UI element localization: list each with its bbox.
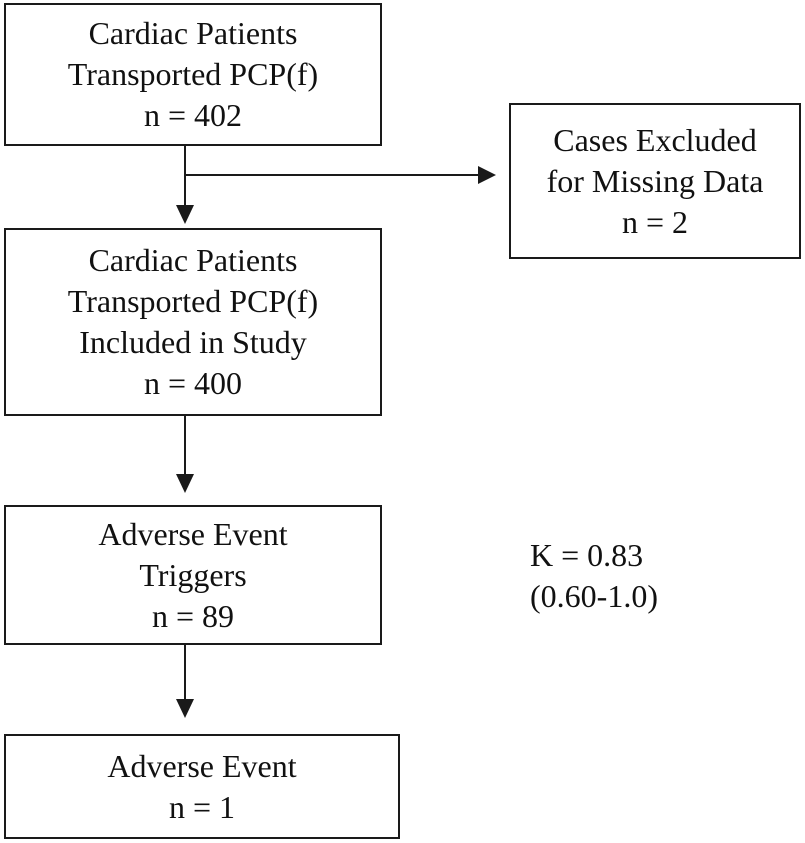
box-triggers-count: n = 89 [151,597,235,634]
arrow-triggers-to-event-head [176,699,194,718]
kappa-statistic: K = 0.83 (0.60-1.0) [530,535,658,617]
box-event-line1: Adverse Event [107,747,297,784]
box-cardiac-patients-transported: Cardiac Patients Transported PCP(f) n = … [4,3,382,146]
box-adverse-event-triggers: Adverse Event Triggers n = 89 [4,505,382,645]
box-included-count: n = 400 [143,365,243,401]
arrow-total-to-included-head [176,205,194,224]
kappa-value: K = 0.83 [530,537,644,573]
box-cases-excluded: Cases Excluded for Missing Data n = 2 [509,103,801,259]
box-total-count: n = 402 [143,97,243,133]
box-excluded-count: n = 2 [621,203,689,240]
box-included-line2: Transported PCP(f) [67,283,319,319]
box-total-line1: Cardiac Patients [88,15,298,51]
box-included-line3: Included in Study [79,324,307,360]
box-excluded-line2: for Missing Data [546,162,764,199]
arrow-branch-to-excluded-head [478,166,496,184]
kappa-interval: (0.60-1.0) [530,578,658,614]
arrow-included-to-triggers-head [176,474,194,493]
box-included-line1: Cardiac Patients [88,242,298,278]
box-included-in-study: Cardiac Patients Transported PCP(f) Incl… [4,228,382,416]
box-adverse-event: Adverse Event n = 1 [4,734,400,839]
box-event-count: n = 1 [168,788,236,825]
box-triggers-line2: Triggers [139,556,247,593]
box-total-line2: Transported PCP(f) [67,56,319,92]
box-triggers-line1: Adverse Event [98,515,288,552]
box-excluded-line1: Cases Excluded [553,121,757,158]
